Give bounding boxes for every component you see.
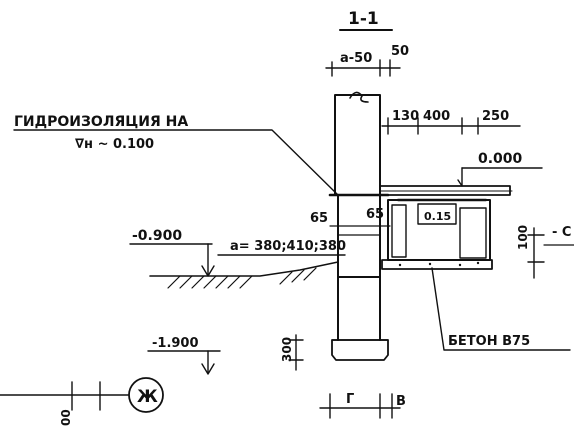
waterproofing-leader <box>13 129 339 196</box>
trench-box <box>387 199 491 261</box>
floor-slab <box>379 185 511 196</box>
dim-g: Г <box>346 392 354 407</box>
dim-65-left: 65 <box>310 211 328 226</box>
concrete-dot <box>398 263 402 267</box>
concrete-label: БЕТОН В75 <box>448 334 530 349</box>
wall-thickness-label: a= 380;410;380 <box>230 239 346 254</box>
dim-65-right: 65 <box>366 207 384 222</box>
trench-right-wall <box>459 207 487 259</box>
dim-0-15: 0.15 <box>424 210 451 223</box>
wall-break-mark <box>349 91 369 103</box>
ground-line <box>149 261 339 277</box>
soil-hatch <box>167 267 317 289</box>
trench-left-wall <box>391 204 407 258</box>
dim-400: 400 <box>423 109 450 124</box>
right-edge-text: - С <box>552 225 571 240</box>
level-floor-arrow <box>457 167 463 187</box>
concrete-leader <box>431 267 571 351</box>
level-footing-arrowhead <box>201 363 215 375</box>
dim-a-minus-50: a-50 <box>340 51 372 66</box>
dim-250: 250 <box>482 109 509 124</box>
level-ground: -0.900 <box>132 228 182 244</box>
waterproofing-label-2: ∇н ~ 0.100 <box>75 137 154 152</box>
dim-v: В <box>396 394 406 409</box>
dim-00: 00 <box>59 409 73 426</box>
dim-top-50: 50 <box>391 44 409 59</box>
dim-100: 100 <box>516 225 530 250</box>
upper-wall <box>334 94 381 196</box>
footing-bottom-break <box>331 339 389 361</box>
level-footing: -1.900 <box>152 336 199 351</box>
trench-inner-box <box>417 203 457 225</box>
concrete-dot <box>458 263 462 267</box>
marker-letter: Ж <box>137 387 158 407</box>
concrete-slab <box>381 259 493 270</box>
level-floor: 0.000 <box>478 151 523 167</box>
concrete-dot <box>428 262 432 266</box>
marker-circle <box>128 377 164 413</box>
dim-130: 130 <box>392 109 419 124</box>
waterproofing-label-1: ГИДРОИЗОЛЯЦИЯ НА <box>14 114 188 130</box>
section-mark: 1-1 <box>348 9 379 29</box>
concrete-dot <box>476 261 480 265</box>
dim-300: 300 <box>280 337 294 362</box>
